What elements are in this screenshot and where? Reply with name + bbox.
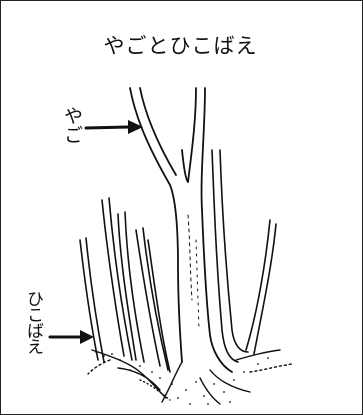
far-right-sprout [246, 220, 276, 354]
ground-roots [88, 350, 292, 404]
main-trunk [130, 88, 232, 372]
yago-arrow-icon [86, 120, 143, 134]
left-sprouts [80, 198, 170, 372]
right-sprout [212, 150, 248, 362]
hikobae-arrow-icon [50, 330, 94, 344]
